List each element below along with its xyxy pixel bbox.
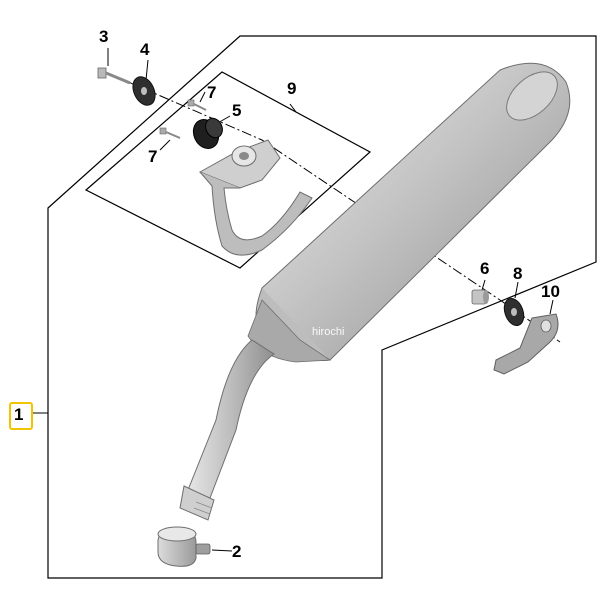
spacer-6: [471, 289, 489, 305]
grommet-5: [192, 117, 223, 150]
callout-5: 5: [232, 101, 242, 120]
callout-9: 9: [287, 79, 297, 98]
muffler-bracket: [198, 139, 313, 256]
pipe-clamp: [157, 526, 211, 567]
muffler: [247, 62, 571, 363]
callout-8: 8: [513, 264, 523, 283]
callout-1-highlight: [9, 402, 33, 430]
callout-2: 2: [232, 542, 242, 561]
leader-lines: [32, 48, 554, 552]
washer-4: [132, 76, 156, 106]
callout-7b: 7: [148, 147, 158, 166]
assembly-outline: [47, 35, 597, 579]
bracket-group-outline: [84, 71, 372, 269]
exhaust-pipe: [179, 339, 275, 521]
screw-7a: [187, 99, 207, 111]
mounting-plate-10: [493, 313, 559, 375]
callout-6: 6: [480, 259, 490, 278]
washer-8: [503, 297, 525, 327]
screw-7b: [159, 127, 181, 139]
watermark-text: hirochi: [312, 326, 345, 338]
callout-1: 1: [14, 405, 24, 424]
callout-7a: 7: [207, 83, 217, 102]
callout-10: 10: [541, 282, 560, 301]
callout-4: 4: [140, 40, 150, 59]
bolt-3: [97, 67, 131, 85]
callout-3: 3: [99, 27, 109, 46]
